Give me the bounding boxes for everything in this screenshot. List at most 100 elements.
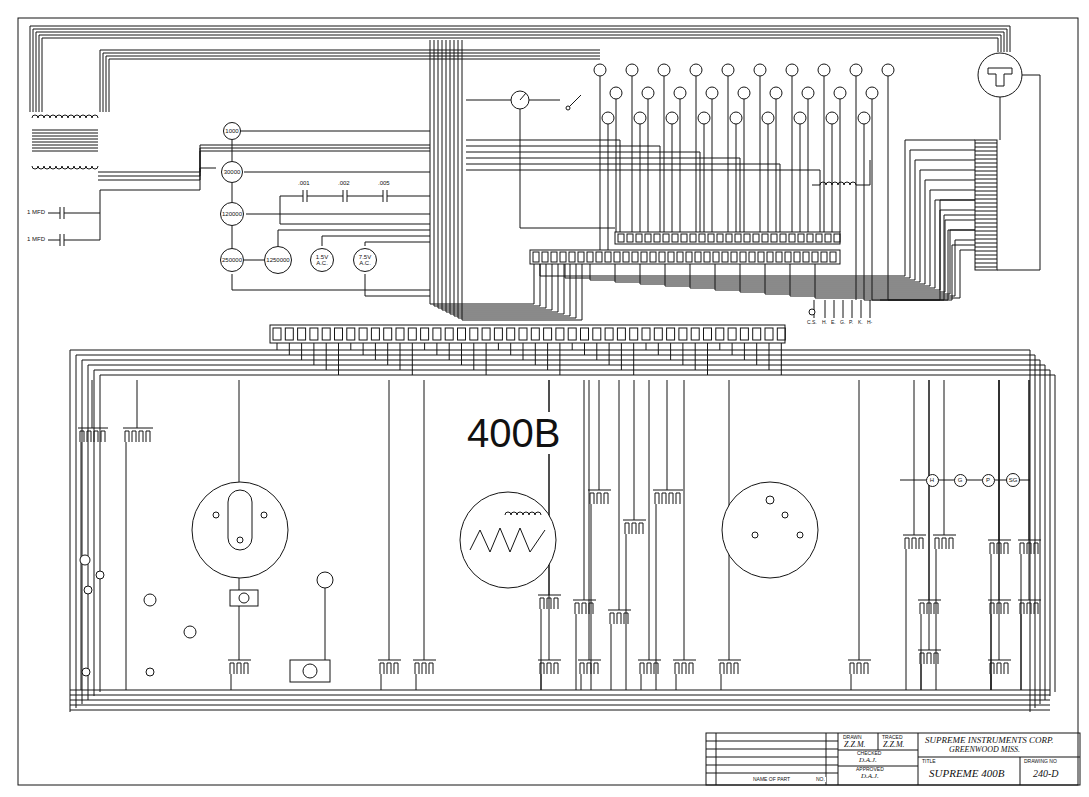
wire — [800, 124, 801, 232]
jack-circle: H — [926, 474, 939, 487]
binding-post — [184, 626, 196, 638]
binding-post — [84, 586, 92, 594]
terminal — [645, 234, 651, 242]
terminal — [359, 328, 367, 340]
terminal — [533, 252, 539, 262]
socket-box — [230, 590, 258, 606]
switch-contact — [625, 523, 629, 534]
terminal — [433, 328, 441, 340]
switch-contact — [905, 538, 909, 549]
terminal — [630, 328, 638, 340]
terminal — [668, 252, 674, 262]
wire — [541, 609, 542, 690]
connector-wire — [232, 183, 233, 202]
wire — [999, 380, 1000, 600]
switch-contact — [554, 598, 558, 609]
terminal — [659, 252, 665, 262]
title-block-text: NAME OF PART — [752, 777, 791, 782]
switch-contact — [949, 538, 953, 549]
coil-turn — [975, 199, 997, 200]
wire — [640, 124, 641, 232]
terminal — [749, 252, 755, 262]
wire — [535, 343, 536, 365]
title-block-text: DRAWN — [842, 735, 863, 740]
wire — [541, 674, 542, 690]
coil-turn — [975, 143, 997, 144]
node-text: 1000 — [225, 128, 238, 134]
terminal — [285, 328, 293, 340]
coil-turn — [975, 247, 997, 248]
wire — [732, 343, 733, 355]
node-text: P — [986, 477, 990, 483]
terminal — [834, 234, 840, 242]
coil-turn — [975, 255, 997, 256]
terminal — [531, 328, 539, 340]
rheostat — [460, 492, 556, 588]
terminal — [767, 252, 773, 262]
terminal — [771, 234, 777, 242]
switch-contact — [589, 603, 593, 614]
wire — [322, 236, 430, 246]
switch-contact — [997, 603, 1001, 614]
wire — [824, 76, 825, 232]
jack-label: E. — [830, 320, 837, 325]
wire — [936, 549, 937, 690]
switch-contact — [934, 603, 938, 614]
switch-contacts — [903, 535, 926, 536]
wire-bus — [76, 355, 77, 708]
wire — [387, 343, 388, 365]
terminal — [371, 328, 379, 340]
terminal — [672, 234, 678, 242]
switch-contact — [734, 663, 738, 674]
wire — [856, 185, 870, 186]
node-text: 1250000 — [266, 257, 289, 263]
wire — [997, 75, 1040, 270]
terminal — [623, 252, 629, 262]
wire — [584, 343, 585, 355]
binding-post — [144, 594, 156, 606]
title-block-rule — [706, 765, 838, 766]
wire — [736, 124, 737, 232]
wire-bus — [846, 360, 1040, 704]
terminal — [544, 328, 552, 340]
wire — [523, 343, 524, 360]
transformer-winding — [32, 166, 98, 169]
title-block-rule — [878, 733, 879, 750]
terminal — [654, 328, 662, 340]
coil-turn — [975, 215, 997, 216]
contact — [213, 512, 219, 518]
wire — [859, 380, 860, 660]
wire — [100, 168, 216, 240]
wire — [232, 274, 430, 290]
wire — [326, 343, 327, 370]
binding-post — [146, 668, 154, 676]
wire — [808, 99, 809, 232]
wire — [756, 343, 757, 365]
wire-bus — [70, 690, 1050, 691]
terminal — [816, 234, 822, 242]
terminal — [717, 234, 723, 242]
wire-bus — [82, 360, 846, 361]
wire — [81, 442, 82, 690]
title-block-text: TITLE — [921, 759, 937, 764]
terminal — [593, 328, 601, 340]
wire-bus — [70, 695, 1050, 696]
jack-lead — [852, 300, 853, 318]
wire — [608, 124, 609, 250]
socket-pin — [866, 87, 878, 99]
wire — [744, 99, 745, 232]
terminal — [614, 252, 620, 262]
terminal — [578, 252, 584, 262]
terminal — [519, 328, 527, 340]
wire-bus — [76, 355, 838, 356]
wire-bundle — [450, 40, 451, 300]
switch-contacts — [123, 428, 153, 429]
switch-contact — [87, 431, 91, 442]
switch-contact — [387, 663, 391, 674]
wire-bundle — [446, 40, 447, 300]
wire — [621, 343, 622, 370]
wire-bus — [862, 370, 1050, 696]
terminal — [408, 328, 416, 340]
terminal — [691, 328, 699, 340]
wire — [719, 343, 720, 350]
